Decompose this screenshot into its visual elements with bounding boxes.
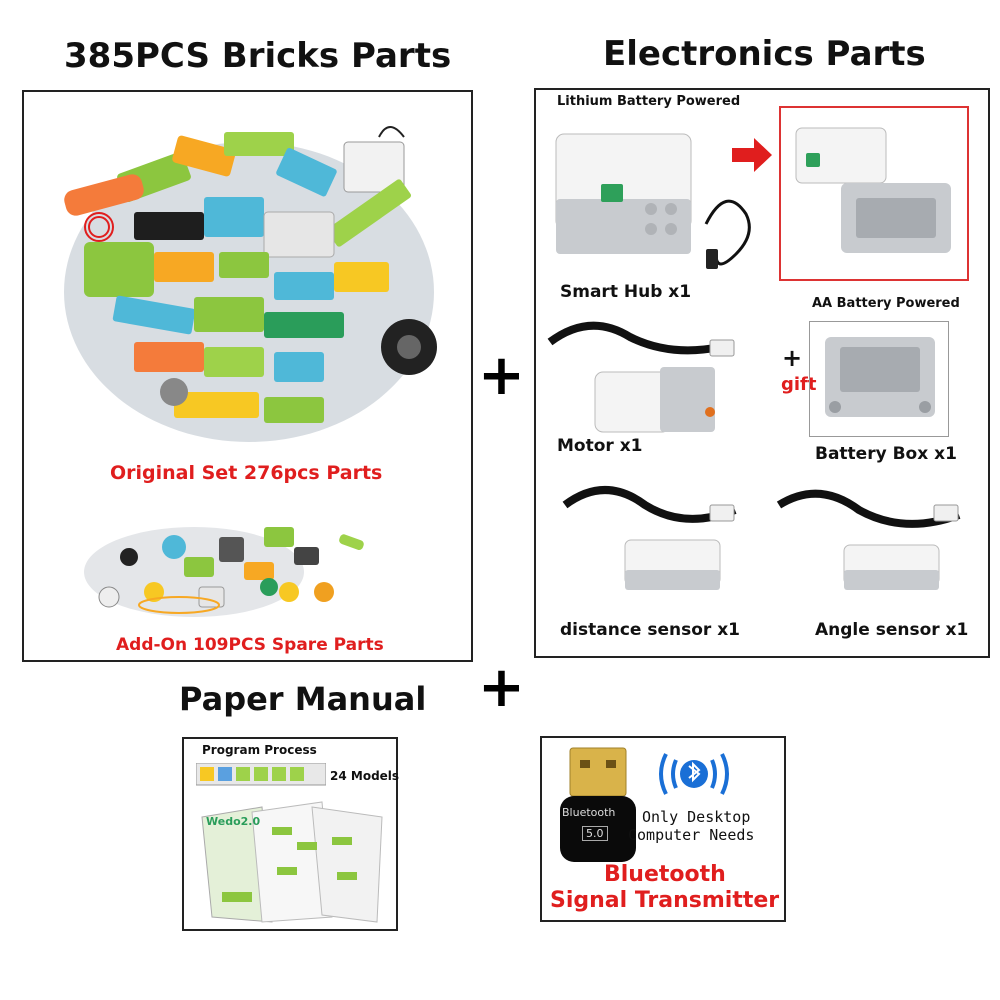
bluetooth-icon <box>659 753 729 795</box>
distance-sensor-image <box>562 486 737 590</box>
angle-sensor-label: Angle sensor x1 <box>815 620 969 640</box>
battery-open-image <box>795 127 951 253</box>
usb-dongle-image <box>560 747 636 862</box>
electronics-panel: Lithium Battery Powered Smart Hub x1 AA … <box>534 88 990 658</box>
lithium-label: Lithium Battery Powered <box>557 94 741 109</box>
bricks-pile-image <box>64 126 437 442</box>
battery-box-frame <box>809 321 949 437</box>
bluetooth-panel: Bluetooth 5.0 Only Desktop Computer Need… <box>540 736 786 922</box>
dongle-version-text: 5.0 <box>582 826 608 841</box>
models-count-label: 24 Models <box>330 769 400 783</box>
addon-label: Add-On 109PCS Spare Parts <box>116 635 384 655</box>
original-set-label: Original Set 276pcs Parts <box>110 462 383 484</box>
smart-hub-label: Smart Hub x1 <box>560 282 692 302</box>
manual-title: Paper Manual <box>179 680 427 718</box>
desktop-note-line1: Only Desktop <box>642 808 751 826</box>
motor-label: Motor x1 <box>557 436 643 456</box>
angle-sensor-image <box>776 489 961 590</box>
program-process-label: Program Process <box>202 743 317 757</box>
electronics-title: Electronics Parts <box>603 34 926 74</box>
manual-panel: Program Process 24 Models Wedo2.0 <box>182 737 400 931</box>
bluetooth-title-line1: Bluetooth <box>604 862 726 887</box>
desktop-note-line2: Computer Needs <box>628 826 755 844</box>
smart-hub-image <box>555 133 751 269</box>
manual-booklet-image <box>201 801 383 923</box>
plus-sign-2: + <box>478 655 525 720</box>
battery-box-label: Battery Box x1 <box>815 444 957 464</box>
plus-sign-1: + <box>478 343 525 408</box>
gift-label: gift <box>781 374 817 395</box>
dongle-bluetooth-text: Bluetooth <box>562 806 616 819</box>
battery-open-frame <box>779 106 969 281</box>
motor-image <box>547 321 735 433</box>
aa-battery-label: AA Battery Powered <box>812 296 960 311</box>
program-process-strip <box>196 763 326 786</box>
arrow-right-icon <box>732 138 772 172</box>
wedo-booklet-label: Wedo2.0 <box>206 815 261 828</box>
bluetooth-title-line2: Signal Transmitter <box>550 888 780 913</box>
battery-box-image <box>825 337 935 417</box>
bricks-title: 385PCS Bricks Parts <box>64 36 452 76</box>
bricks-panel: Original Set 276pcs Parts Add-On 109PCS … <box>22 90 473 662</box>
plus-icon: + <box>782 344 803 372</box>
distance-sensor-label: distance sensor x1 <box>560 620 740 640</box>
addon-parts-image <box>84 527 364 617</box>
